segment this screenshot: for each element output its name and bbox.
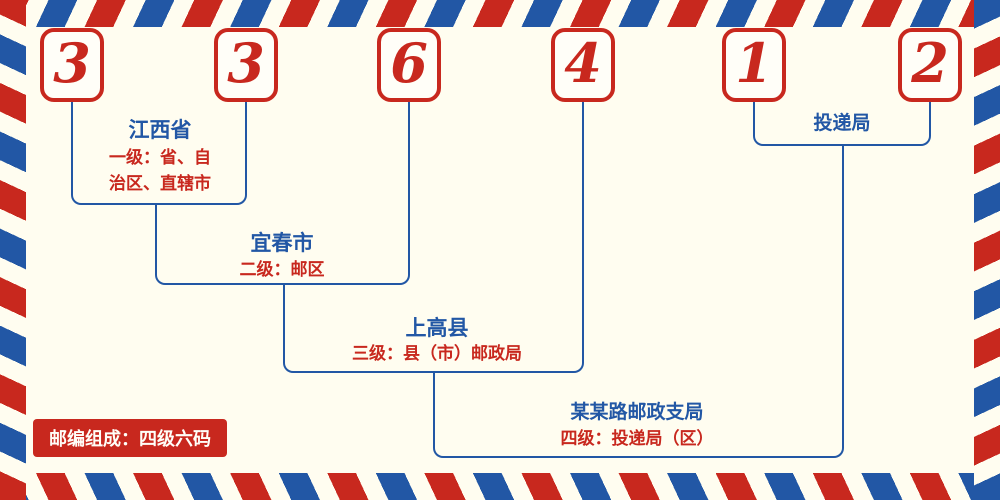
level4-name: 某某路邮政支局 (570, 401, 704, 423)
digit-box-5: 1 (722, 28, 786, 102)
bracket-delivery-office (753, 100, 931, 146)
digit-box-2: 3 (214, 28, 278, 102)
level1-description: 一级：省、自 治区、直辖市 (109, 148, 211, 194)
airmail-border-bottom (0, 473, 1000, 500)
level3-name: 上高县 (405, 316, 469, 340)
digit-2: 3 (227, 31, 265, 95)
digit-1: 3 (53, 31, 91, 95)
level2-name: 宜春市 (250, 231, 314, 255)
bracket-level3 (283, 285, 584, 373)
digit-3: 6 (390, 31, 428, 95)
connector-digit3 (408, 100, 410, 205)
postal-code-composition-badge: 邮编组成：四级六码 (33, 419, 227, 457)
airmail-border-right (974, 0, 1000, 500)
digit-box-4: 4 (551, 28, 615, 102)
airmail-border-top (0, 0, 1000, 27)
delivery-office-label: 投递局 (813, 112, 871, 134)
digit-4: 4 (564, 31, 602, 95)
bracket-level1 (71, 100, 247, 205)
digit-5: 1 (735, 31, 773, 95)
level4-description: 四级：投递局（区） (560, 429, 714, 449)
connector-digit4 (582, 100, 584, 285)
digit-box-3: 6 (377, 28, 441, 102)
airmail-border-left (0, 0, 26, 500)
digit-6: 2 (911, 31, 949, 95)
level2-description: 二级：邮区 (239, 260, 325, 280)
bracket-level2 (155, 205, 410, 285)
level3-description: 三级：县（市）邮政局 (352, 344, 522, 364)
digit-box-1: 3 (40, 28, 104, 102)
connector-delivery (842, 146, 844, 373)
digit-box-6: 2 (898, 28, 962, 102)
bracket-level4 (433, 373, 844, 458)
level1-name: 江西省 (128, 118, 192, 142)
